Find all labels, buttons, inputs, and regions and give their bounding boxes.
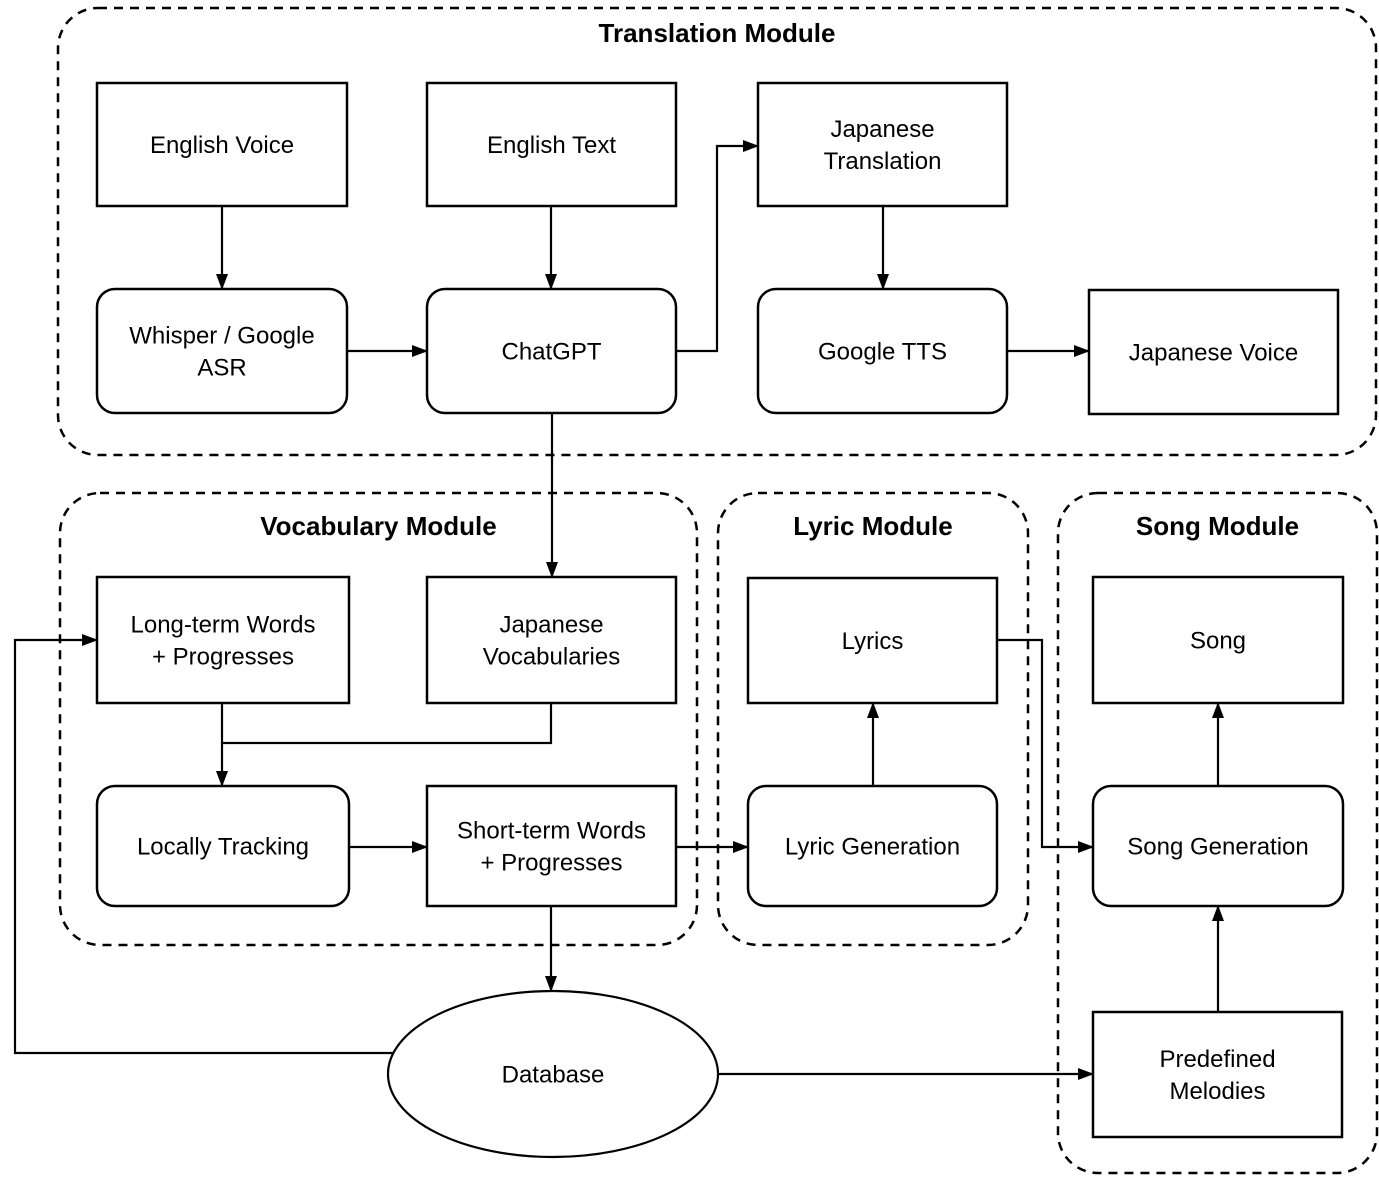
node-chatgpt: ChatGPT bbox=[425, 287, 678, 415]
lyrics-shape bbox=[746, 576, 999, 705]
edge-chatgpt-to-japanese-translation bbox=[676, 140, 759, 353]
song-shape bbox=[1091, 575, 1345, 705]
lyric-module-boundary bbox=[716, 491, 1030, 947]
english-voice-shape bbox=[95, 81, 349, 208]
japanese-voice-shape bbox=[1087, 288, 1340, 416]
node-song: Song bbox=[1091, 575, 1345, 705]
node-lyric-generation: Lyric Generation bbox=[746, 784, 999, 908]
node-lyrics-label: Lyrics bbox=[842, 628, 904, 655]
song-module-title: Song Module bbox=[1136, 511, 1299, 541]
lyric-module: Lyric Module bbox=[716, 491, 1030, 947]
chatgpt-shape bbox=[425, 287, 678, 415]
long-term-words-shape bbox=[95, 575, 351, 705]
edge-japanese-vocabularies-to-merge-point bbox=[222, 703, 553, 745]
japanese-vocabularies-shape bbox=[425, 575, 678, 705]
predefined-melodies-shape bbox=[1091, 1010, 1344, 1139]
vocabulary-module-title: Vocabulary Module bbox=[260, 511, 496, 541]
node-lyric-generation-label: Lyric Generation bbox=[785, 834, 960, 861]
node-database: Database bbox=[386, 989, 720, 1159]
node-song-generation-label: Song Generation bbox=[1127, 834, 1308, 861]
node-english-voice: English Voice bbox=[95, 81, 349, 208]
song-module: Song Module bbox=[1056, 491, 1379, 1175]
node-english-voice-label: English Voice bbox=[150, 132, 294, 159]
database-shape bbox=[386, 989, 720, 1159]
google-tts-shape bbox=[756, 287, 1009, 415]
locally-tracking-shape bbox=[95, 784, 351, 908]
edge-database-to-long-term-words bbox=[13, 634, 393, 1055]
vocabulary-module: Vocabulary Module bbox=[58, 491, 699, 947]
node-long-term-words-label: Long-term Words+ Progresses bbox=[131, 612, 316, 671]
node-japanese-voice: Japanese Voice bbox=[1087, 288, 1340, 416]
song-generation-shape bbox=[1091, 784, 1345, 908]
song-module-boundary bbox=[1056, 491, 1379, 1175]
node-song-generation: Song Generation bbox=[1091, 784, 1345, 908]
vocabulary-module-boundary bbox=[58, 491, 699, 947]
node-japanese-voice-label: Japanese Voice bbox=[1129, 340, 1298, 367]
node-english-text-label: English Text bbox=[487, 132, 616, 159]
translation-module-title: Translation Module bbox=[599, 18, 836, 48]
whisper-google-asr-shape bbox=[95, 287, 349, 415]
node-database-label: Database bbox=[502, 1062, 605, 1089]
node-chatgpt-label: ChatGPT bbox=[501, 339, 601, 366]
english-text-shape bbox=[425, 81, 678, 208]
node-locally-tracking-label: Locally Tracking bbox=[137, 834, 309, 861]
node-long-term-words: Long-term Words+ Progresses bbox=[95, 575, 351, 705]
lyric-generation-shape bbox=[746, 784, 999, 908]
node-short-term-words: Short-term Words+ Progresses bbox=[425, 784, 678, 908]
node-lyrics: Lyrics bbox=[746, 576, 999, 705]
short-term-words-shape bbox=[425, 784, 678, 908]
lyric-module-title: Lyric Module bbox=[793, 511, 952, 541]
node-google-tts: Google TTS bbox=[756, 287, 1009, 415]
node-short-term-words-label: Short-term Words+ Progresses bbox=[457, 818, 646, 877]
node-locally-tracking: Locally Tracking bbox=[95, 784, 351, 908]
node-song-label: Song bbox=[1190, 628, 1246, 655]
node-google-tts-label: Google TTS bbox=[818, 339, 947, 366]
node-english-text: English Text bbox=[425, 81, 678, 208]
edge-lyrics-to-song-generation bbox=[997, 638, 1094, 853]
translation-module: Translation Module bbox=[56, 6, 1378, 457]
japanese-translation-shape bbox=[756, 81, 1009, 208]
